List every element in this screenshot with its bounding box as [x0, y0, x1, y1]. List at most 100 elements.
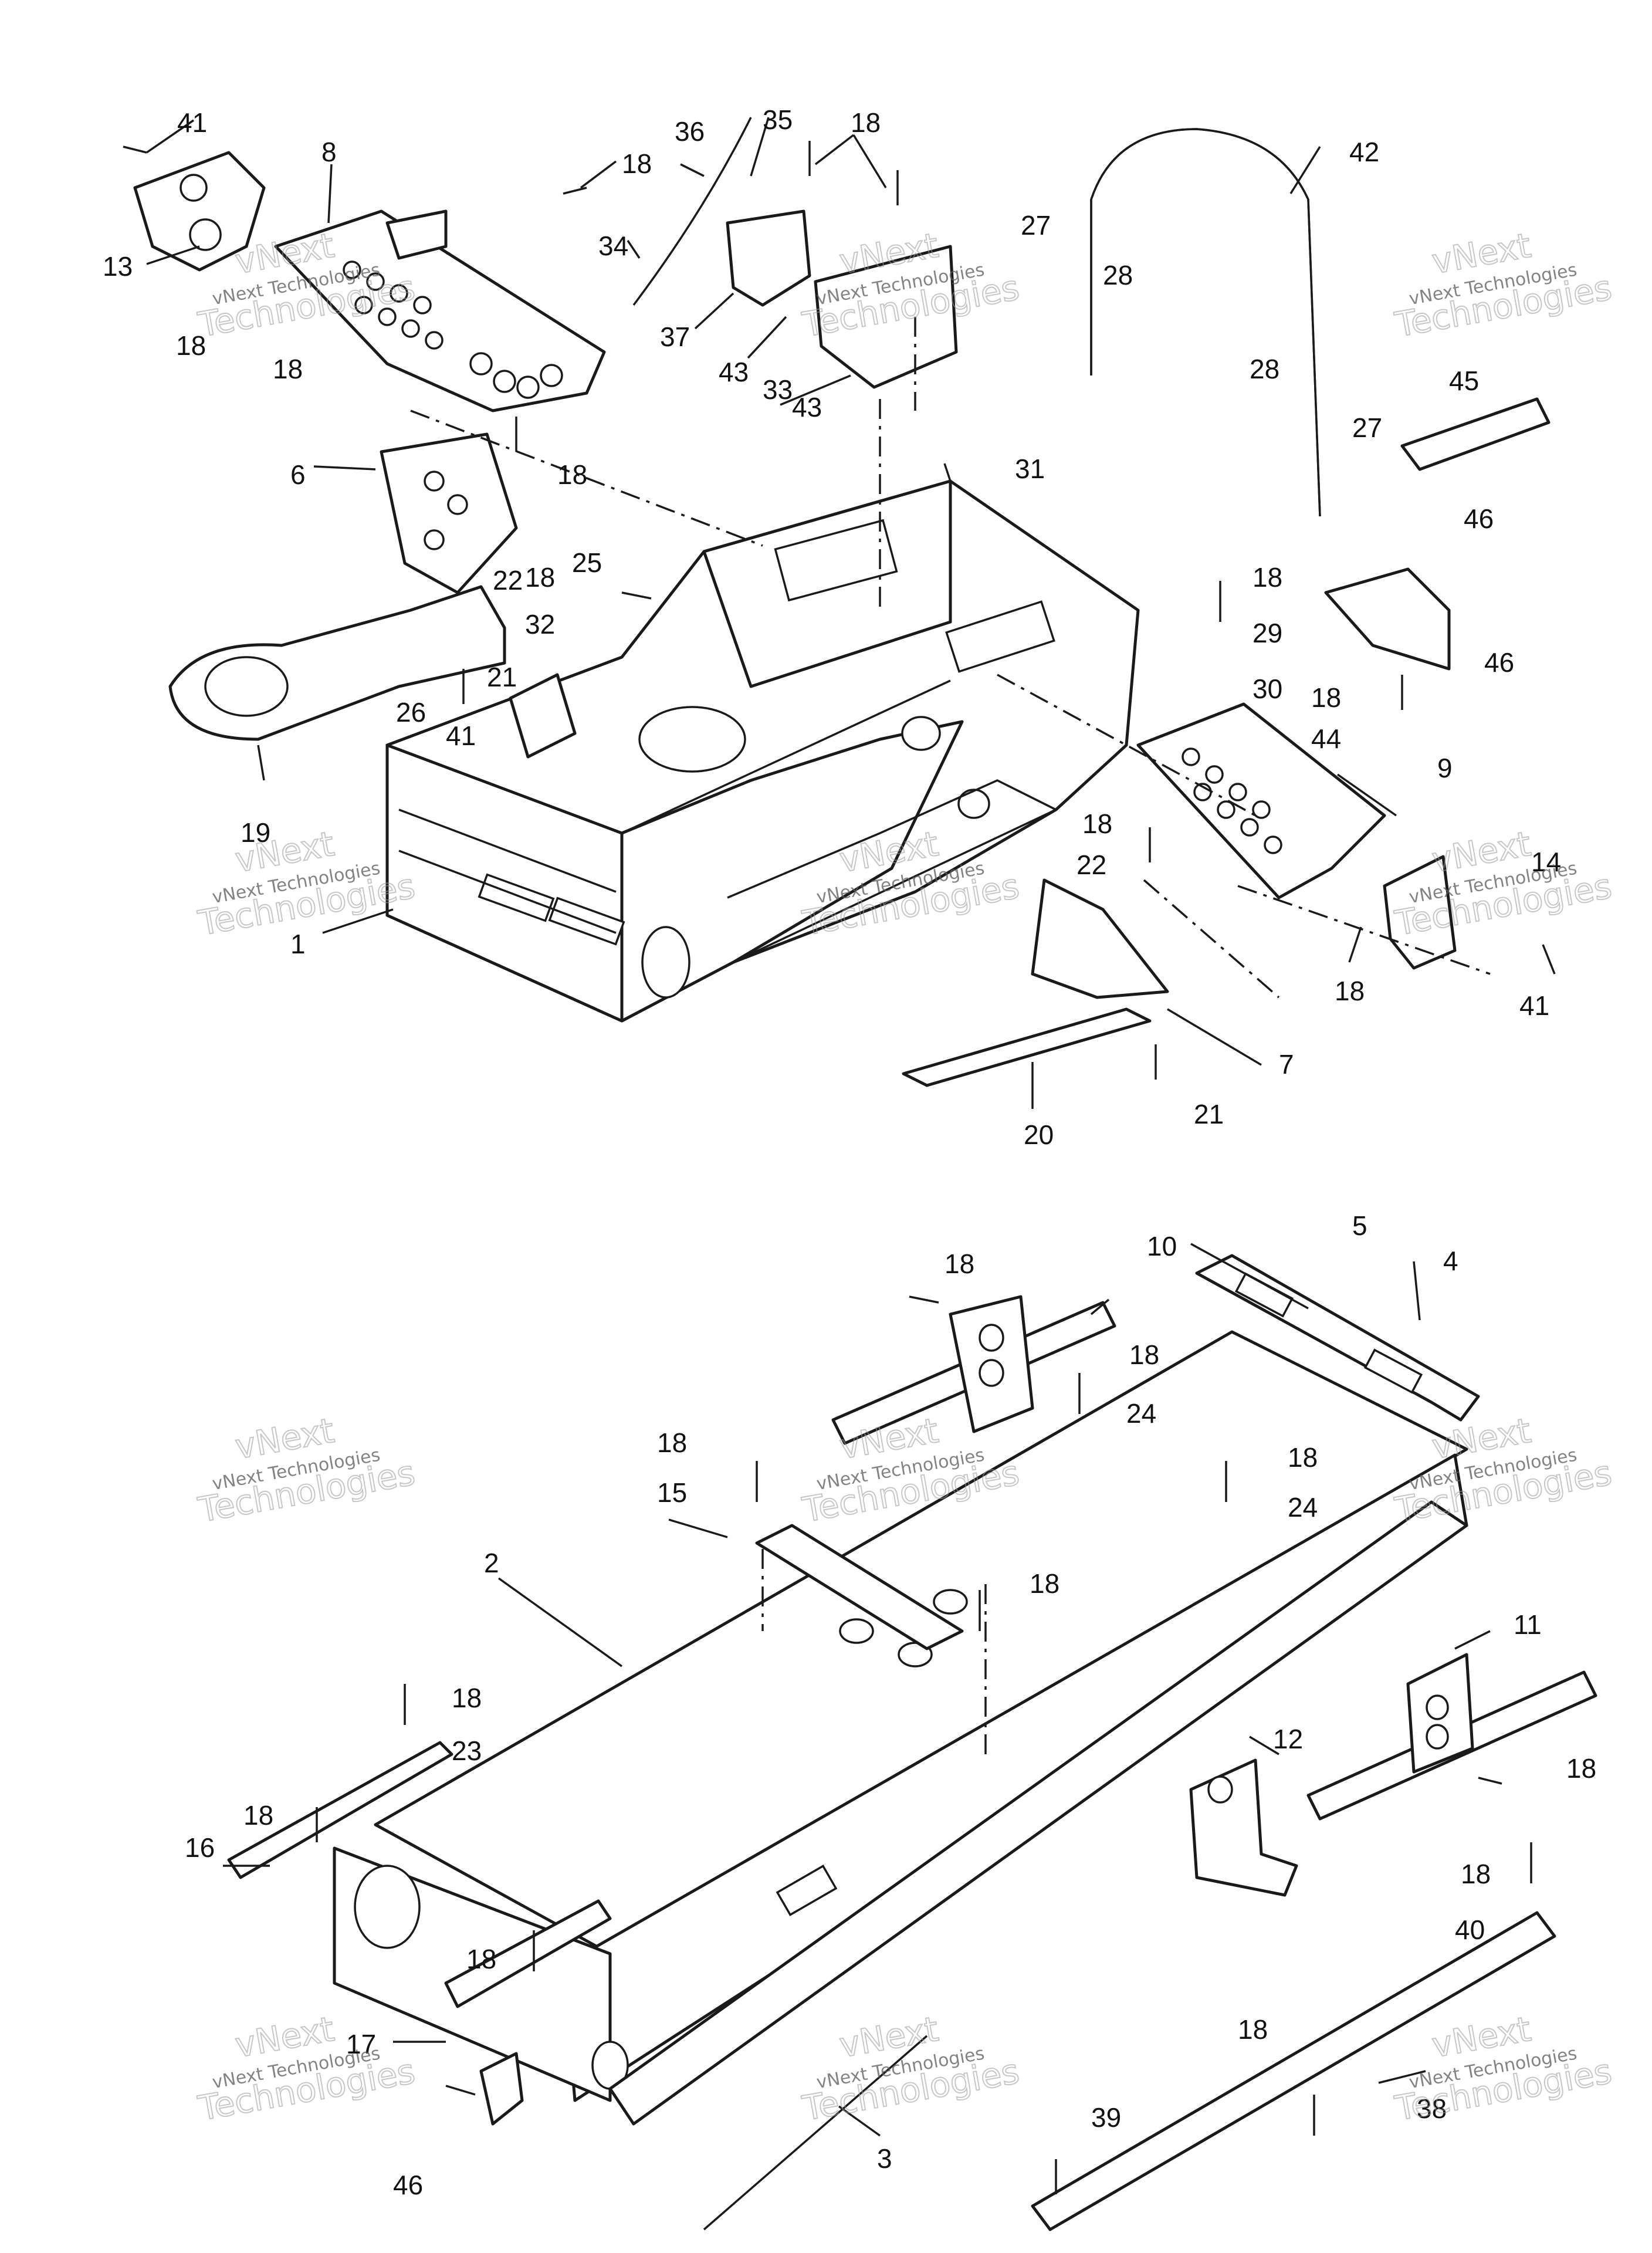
fasteners [123, 141, 1556, 2194]
callout-20: 20 [1024, 1119, 1054, 1150]
callout-8: 8 [321, 137, 337, 167]
callout-7: 7 [1279, 1049, 1294, 1080]
callout-18: 18 [452, 1683, 482, 1713]
front-frame-part-1 [385, 479, 1140, 1023]
callout-28: 28 [1250, 354, 1279, 384]
watermark: vNext vNext Technologies Technologies [1392, 2008, 1616, 2129]
roll-bar-part-42 [1090, 128, 1321, 517]
callout-18: 18 [1335, 976, 1365, 1006]
callout-41: 41 [177, 107, 207, 138]
upper-frame-assembly [133, 117, 1551, 1087]
callout-43: 43 [719, 357, 749, 387]
callout-18: 18 [1030, 1568, 1059, 1599]
callout-39: 39 [1091, 2102, 1121, 2133]
bracket-part-14 [1383, 855, 1457, 970]
lower-tunnel-assembly [227, 1254, 1597, 2231]
callout-40: 40 [1455, 1914, 1485, 1945]
callout-28: 28 [1103, 260, 1133, 290]
callout-10: 10 [1147, 1231, 1177, 1261]
callout-18: 18 [1566, 1753, 1596, 1784]
watermark: vNext vNext Technologies Technologies [195, 2008, 419, 2129]
callout-18: 18 [851, 107, 881, 138]
callout-38: 38 [1417, 2093, 1447, 2124]
callout-41: 41 [446, 720, 476, 751]
callout-23: 23 [452, 1736, 482, 1766]
belly-pan-part-19 [168, 585, 506, 741]
callout-leaders [146, 117, 1491, 2137]
callout-21: 21 [487, 662, 517, 692]
guard-part-46-bottom [479, 2052, 524, 2126]
callout-30: 30 [1252, 674, 1282, 704]
mount-part-6 [380, 432, 518, 594]
callout-41: 41 [1519, 990, 1549, 1021]
callout-9: 9 [1437, 753, 1453, 783]
callout-16: 16 [185, 1832, 215, 1863]
watermark: vNext vNext Technologies Technologies [1392, 225, 1616, 346]
footrest-part-38 [1031, 1911, 1556, 2231]
callout-11: 11 [1514, 1609, 1542, 1640]
brace-part-10 [831, 1295, 1116, 1445]
callout-32: 32 [525, 609, 555, 640]
callout-45: 45 [1449, 366, 1479, 396]
callout-46: 46 [393, 2170, 423, 2200]
callout-18: 18 [945, 1249, 974, 1279]
callout-18: 18 [525, 562, 555, 593]
callout-17: 17 [346, 2029, 376, 2059]
brace-part-11 [1306, 1653, 1597, 1821]
callout-4: 4 [1443, 1246, 1458, 1276]
callout-18: 18 [466, 1944, 496, 1974]
callouts-bottom: 18 10 5 4 18 24 18 15 18 24 2 18 18 23 1… [185, 1210, 1596, 2200]
callout-12: 12 [1273, 1724, 1303, 1754]
guard-part-46-top [1324, 567, 1451, 671]
callout-15: 15 [657, 1477, 687, 1508]
skid-plate-part-8 [274, 209, 606, 412]
watermark: vNext vNext Technologies Technologies [195, 1410, 419, 1531]
callout-29: 29 [1252, 618, 1282, 648]
spring-part-34 [632, 117, 752, 306]
bracket-part-37 [726, 209, 811, 307]
callout-34: 34 [598, 231, 628, 261]
watermark: vNext vNext Technologies Technologies [195, 823, 419, 944]
bracket-part-13 [133, 151, 266, 272]
callout-21: 21 [1194, 1099, 1224, 1129]
callout-6: 6 [290, 459, 306, 490]
callout-18: 18 [657, 1427, 687, 1458]
callout-27: 27 [1021, 210, 1051, 241]
callout-43: 43 [792, 392, 822, 422]
callout-18: 18 [176, 330, 206, 361]
callout-18: 18 [1082, 808, 1112, 839]
callout-31: 31 [1015, 454, 1045, 484]
callout-27: 27 [1352, 412, 1382, 443]
callouts-top: 41 8 13 18 18 18 36 35 18 34 37 43 33 43… [103, 104, 1561, 1150]
bracket-part-12 [1189, 1758, 1298, 1897]
rail-part-20 [902, 1007, 1152, 1087]
watermark: vNext vNext Technologies Technologies [1392, 1410, 1616, 1531]
callout-13: 13 [103, 251, 133, 282]
callout-3: 3 [877, 2143, 892, 2174]
callout-18: 18 [1288, 1442, 1318, 1473]
callout-24: 24 [1126, 1398, 1156, 1429]
callout-25: 25 [572, 547, 602, 578]
callout-22: 22 [493, 565, 523, 596]
callout-42: 42 [1349, 137, 1379, 167]
callout-1: 1 [290, 929, 306, 959]
watermark: vNext vNext Technologies Technologies [799, 2008, 1023, 2129]
callout-18: 18 [243, 1800, 273, 1831]
callout-35: 35 [763, 104, 793, 135]
callout-24: 24 [1288, 1492, 1318, 1523]
angle-part-16 [227, 1741, 453, 1879]
callout-44: 44 [1311, 723, 1341, 754]
callout-18: 18 [1129, 1339, 1159, 1370]
callout-18: 18 [1311, 682, 1341, 713]
skid-plate-part-9 [1136, 702, 1386, 899]
callout-5: 5 [1352, 1210, 1367, 1241]
angle-part-17 [444, 1899, 612, 2008]
callout-18: 18 [622, 148, 652, 179]
callout-18: 18 [1252, 562, 1282, 593]
callout-46: 46 [1484, 647, 1514, 678]
bracket-part-32 [509, 673, 577, 759]
bracket-part-15 [755, 1524, 964, 1650]
callout-2: 2 [484, 1548, 499, 1578]
callout-22: 22 [1076, 850, 1106, 880]
callout-18: 18 [273, 354, 303, 384]
